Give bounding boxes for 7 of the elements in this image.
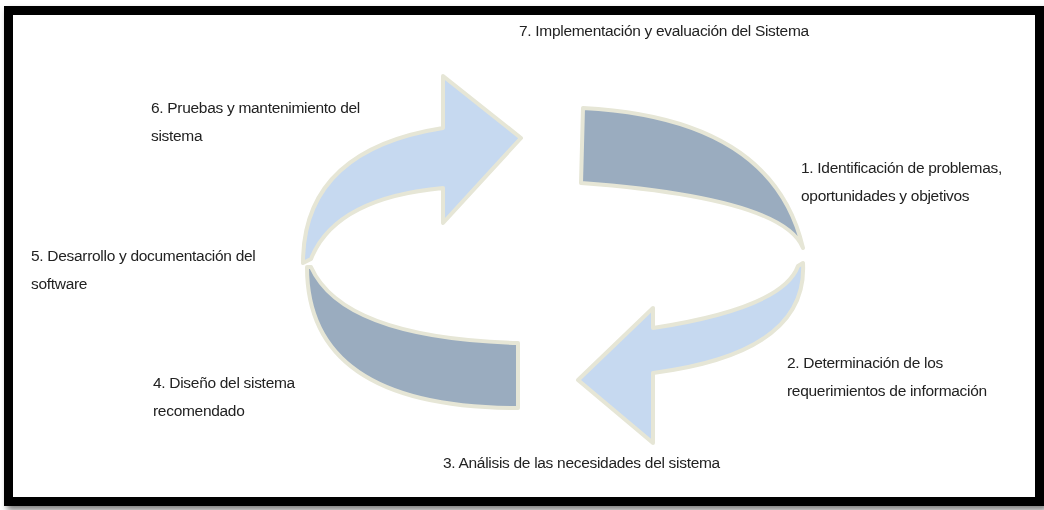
step-label: 4. Diseño del sistema recomendado [153, 373, 296, 421]
step-label: 7. Implementación y evaluación del Sistema [519, 21, 810, 41]
step-label: 6. Pruebas y mantenimiento del sistema [151, 98, 361, 146]
step-label: 2. Determinación de los requerimientos de información [787, 353, 988, 401]
step-label: 3. Análisis de las necesidades del sistema [443, 453, 721, 473]
step-label: 1. Identificación de problemas, oportunidades y objetivos [801, 158, 1003, 206]
step-label: 5. Desarrollo y documentación del software [31, 246, 257, 294]
